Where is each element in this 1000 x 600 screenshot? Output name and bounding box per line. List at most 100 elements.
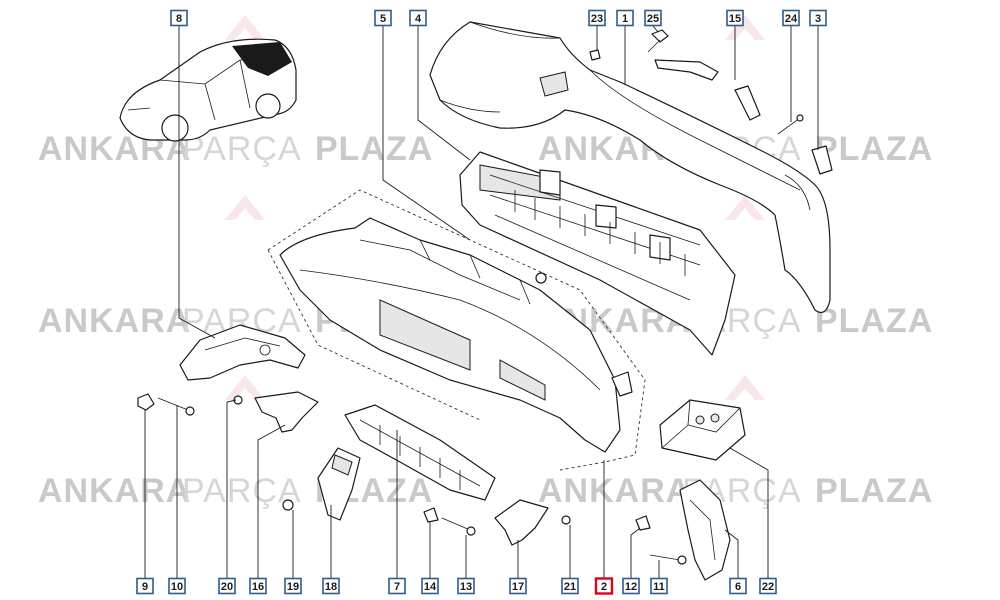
watermark-plaza: PLAZA xyxy=(815,130,933,168)
callout-number: 20 xyxy=(221,581,233,593)
callout-box xyxy=(616,9,634,27)
watermark-logo-icon xyxy=(225,15,265,40)
watermark-plaza: PLAZA xyxy=(815,302,933,340)
callout-22: 22 xyxy=(759,577,777,595)
callout-number: 13 xyxy=(460,581,472,593)
highlighted-rear-section xyxy=(232,42,292,76)
callout-number: 16 xyxy=(252,581,264,593)
pin-24 xyxy=(777,114,804,135)
callout-number: 19 xyxy=(287,581,299,593)
fixing-kit-22 xyxy=(659,399,746,461)
callout-box xyxy=(170,9,188,27)
bracket-18 xyxy=(317,447,361,521)
reinforcement-7 xyxy=(344,404,496,501)
callout-7: 7 xyxy=(388,577,406,595)
callout-number: 10 xyxy=(171,581,183,593)
callout-box xyxy=(509,577,527,595)
callout-box xyxy=(374,9,392,27)
callout-21: 21 xyxy=(561,577,579,595)
callout-1: 1 xyxy=(616,9,634,27)
callout-10: 10 xyxy=(168,577,186,595)
bracket-16 xyxy=(254,391,319,433)
callout-number: 21 xyxy=(564,581,576,593)
left-bracket-8 xyxy=(179,324,306,381)
screw-13 xyxy=(441,517,476,536)
nut-upper xyxy=(535,272,547,284)
callout-box xyxy=(249,577,267,595)
clip-14 xyxy=(423,507,439,523)
watermark-logo-icon xyxy=(725,195,765,220)
callout-box xyxy=(322,577,340,595)
callout-box xyxy=(726,9,744,27)
screw-11 xyxy=(649,554,687,565)
car-thumbnail xyxy=(119,38,297,142)
callout-box xyxy=(421,577,439,595)
watermark-plaza: PLAZA xyxy=(815,472,933,510)
callout-box xyxy=(759,577,777,595)
watermark-parca: PARÇA xyxy=(182,472,302,510)
screw-10 xyxy=(157,397,195,416)
callout-number: 23 xyxy=(591,13,603,25)
bracket-17 xyxy=(494,499,549,546)
clip-9 xyxy=(137,393,155,411)
callout-number: 11 xyxy=(653,581,665,593)
watermark-plaza: PLAZA xyxy=(315,130,433,168)
callout-number: 17 xyxy=(512,581,524,593)
callout-box xyxy=(561,577,579,595)
callout-3: 3 xyxy=(809,9,827,27)
callout-4: 4 xyxy=(409,9,427,27)
callout-box xyxy=(644,9,662,27)
callout-box xyxy=(588,9,606,27)
callout-box xyxy=(136,577,154,595)
callout-number: 15 xyxy=(729,13,741,25)
callout-number: 6 xyxy=(735,581,741,593)
callout-box xyxy=(650,577,668,595)
callout-24: 24 xyxy=(782,9,800,27)
callout-box xyxy=(622,577,640,595)
callout-box xyxy=(388,577,406,595)
callout-number: 14 xyxy=(424,581,437,593)
callout-number: 18 xyxy=(325,581,337,593)
callout-number: 8 xyxy=(176,13,182,25)
callout-box xyxy=(782,9,800,27)
callout-5: 5 xyxy=(374,9,392,27)
callout-12: 12 xyxy=(622,577,640,595)
callout-13: 13 xyxy=(457,577,475,595)
screw-25 xyxy=(647,29,669,53)
callout-number: 7 xyxy=(394,581,400,593)
callout-number: 25 xyxy=(647,13,659,25)
callout-17: 17 xyxy=(509,577,527,595)
lower-diffuser-panel xyxy=(267,189,646,471)
rear-bumper-cover xyxy=(429,21,831,313)
callout-number: 22 xyxy=(762,581,774,593)
callout-box xyxy=(168,577,186,595)
callout-box xyxy=(218,577,236,595)
callout-box xyxy=(409,9,427,27)
bracket-3 xyxy=(811,145,833,175)
callout-18: 18 xyxy=(322,577,340,595)
callout-number: 24 xyxy=(785,13,798,25)
impact-absorber-beam xyxy=(459,151,736,356)
watermark-logo-icon xyxy=(725,375,765,400)
callout-box xyxy=(457,577,475,595)
callout-2: 2 xyxy=(594,577,614,595)
callout-8: 8 xyxy=(170,9,188,27)
callout-number: 4 xyxy=(415,13,422,25)
nut-19 xyxy=(282,499,294,511)
callout-23: 23 xyxy=(588,9,606,27)
watermark-ankara: ANKARA xyxy=(38,472,191,510)
watermark-logo-icon xyxy=(225,195,265,220)
watermark-ankara: ANKARA xyxy=(538,472,691,510)
callout-25: 25 xyxy=(644,9,662,27)
callout-6: 6 xyxy=(729,577,747,595)
callout-box xyxy=(284,577,302,595)
callout-box xyxy=(729,577,747,595)
side-bracket-6 xyxy=(679,479,731,581)
reflector-bracket-2 xyxy=(611,371,633,397)
callout-15: 15 xyxy=(726,9,744,27)
watermark-ankara: ANKARA xyxy=(38,302,191,340)
washer-21 xyxy=(561,515,571,525)
callout-number: 9 xyxy=(142,581,148,593)
callout-11: 11 xyxy=(650,577,668,595)
